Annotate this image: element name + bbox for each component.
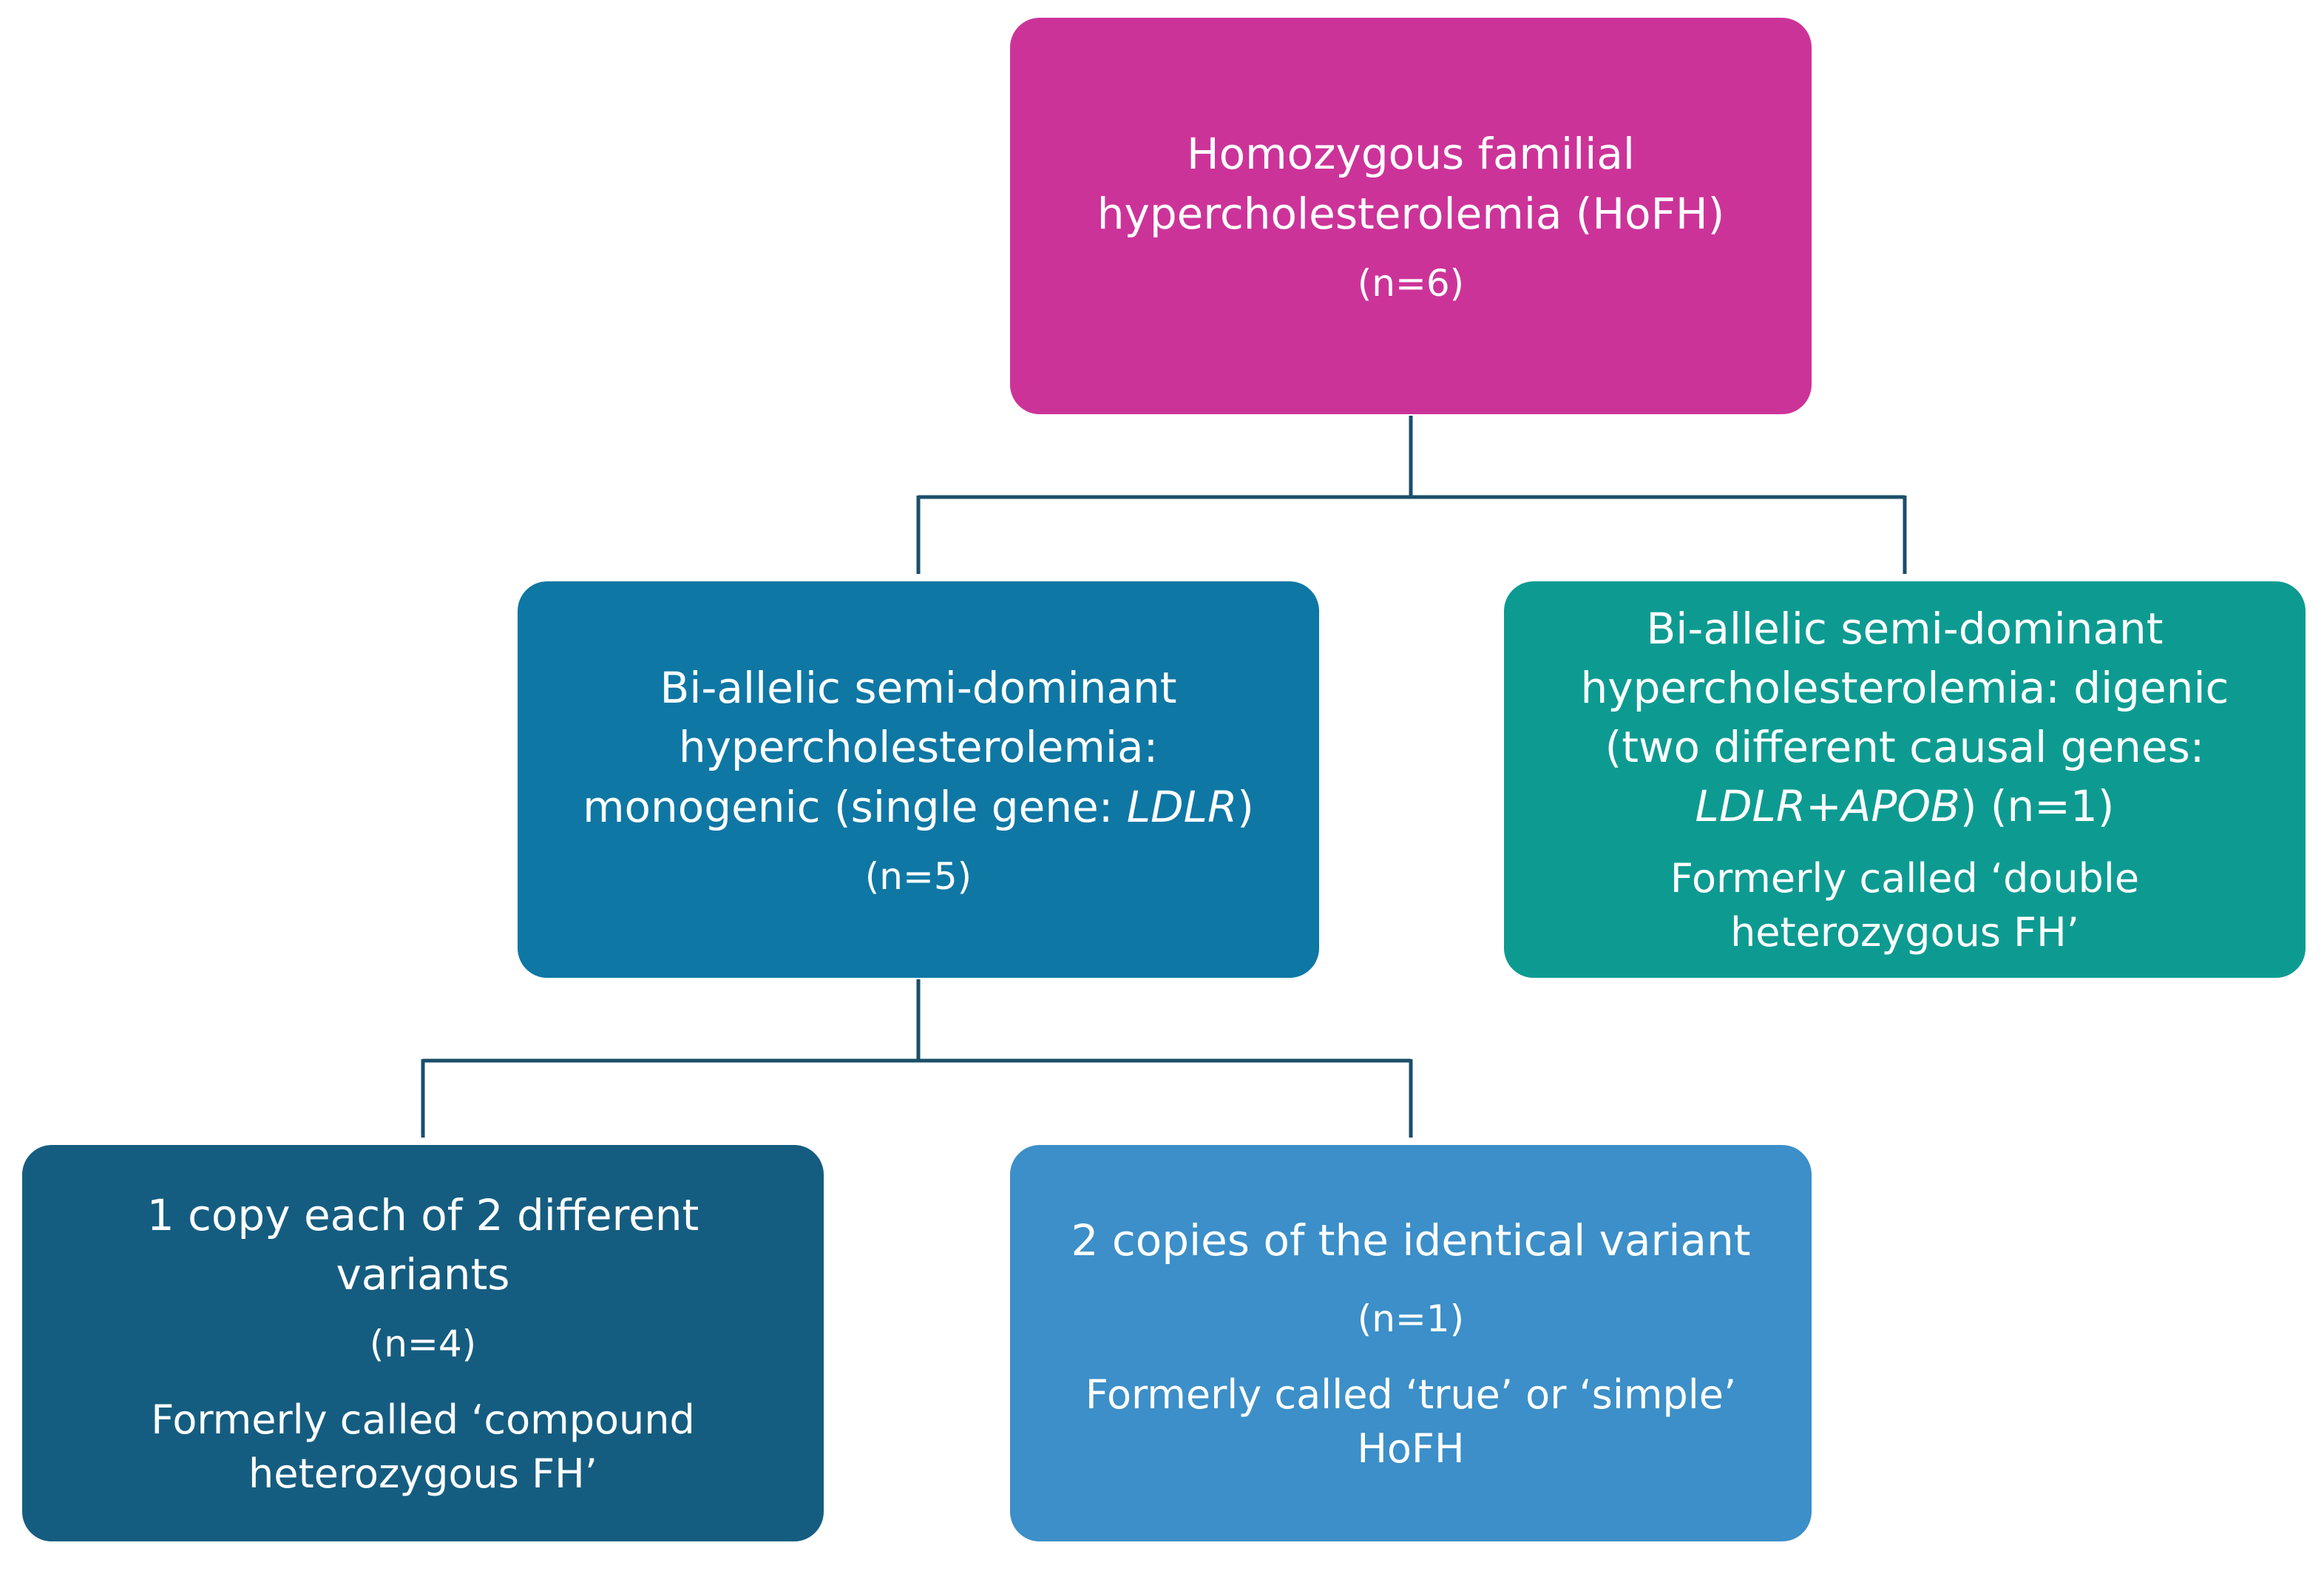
identical-note-line1: Formerly called ‘true’ or ‘simple’ xyxy=(1085,1371,1737,1418)
compound-title-line2: variants xyxy=(336,1249,510,1300)
hofh-title-line1: Homozygous familial xyxy=(1186,129,1635,180)
digenic-plus: + xyxy=(1806,781,1842,832)
monogenic-title-line2: hypercholesterolemia: xyxy=(678,722,1159,773)
box-compound: 1 copy each of 2 different variants (n=4… xyxy=(22,1145,824,1541)
monogenic-title-line3-suffix: ) xyxy=(1237,781,1254,832)
compound-title-line1: 1 copy each of 2 different xyxy=(146,1189,699,1240)
digenic-title: Bi-allelic semi-dominant hypercholestero… xyxy=(1581,599,2229,836)
monogenic-gene-ldlr: LDLR xyxy=(1126,781,1238,832)
hofh-title: Homozygous familial hypercholesterolemia… xyxy=(1097,124,1725,243)
digenic-gene-ldlr: LDLR xyxy=(1695,781,1806,832)
hofh-count: (n=6) xyxy=(1357,261,1465,305)
connector-monogenic-to-level3 xyxy=(421,979,1413,1138)
box-hofh: Homozygous familial hypercholesterolemia… xyxy=(1010,18,1812,414)
identical-note-line2: HoFH xyxy=(1357,1425,1465,1472)
box-monogenic: Bi-allelic semi-dominant hypercholestero… xyxy=(518,581,1319,978)
monogenic-count: (n=5) xyxy=(864,854,972,898)
digenic-gene-apob: APOB xyxy=(1841,781,1960,832)
monogenic-title-line1: Bi-allelic semi-dominant xyxy=(660,663,1177,714)
identical-title: 2 copies of the identical variant xyxy=(1071,1214,1751,1266)
compound-count: (n=4) xyxy=(369,1322,477,1365)
digenic-note: Formerly called ‘double heterozygous FH’ xyxy=(1670,852,2139,960)
compound-note: Formerly called ‘compound heterozygous F… xyxy=(151,1393,695,1501)
connector-root-to-level2 xyxy=(916,416,1907,574)
digenic-note-line1: Formerly called ‘double xyxy=(1670,855,2140,902)
hofh-title-line2: hypercholesterolemia (HoFH) xyxy=(1097,188,1725,239)
digenic-title-line1: Bi-allelic semi-dominant xyxy=(1646,604,2164,655)
digenic-title-line3: (two different causal genes: xyxy=(1605,722,2205,773)
identical-note: Formerly called ‘true’ or ‘simple’ HoFH xyxy=(1085,1368,1736,1476)
digenic-title-line4-suffix: ) (n=1) xyxy=(1959,781,2115,832)
monogenic-title: Bi-allelic semi-dominant hypercholestero… xyxy=(583,658,1254,836)
box-identical: 2 copies of the identical variant (n=1) … xyxy=(1010,1145,1812,1541)
compound-note-line2: heterozygous FH’ xyxy=(248,1450,597,1497)
identical-count: (n=1) xyxy=(1357,1297,1465,1340)
box-digenic: Bi-allelic semi-dominant hypercholestero… xyxy=(1504,581,2306,978)
digenic-note-line2: heterozygous FH’ xyxy=(1730,909,2079,956)
compound-title: 1 copy each of 2 different variants xyxy=(147,1186,699,1304)
monogenic-title-line3-prefix: monogenic (single gene: xyxy=(583,781,1127,832)
digenic-title-line2: hypercholesterolemia: digenic xyxy=(1580,663,2229,714)
compound-note-line1: Formerly called ‘compound xyxy=(151,1396,695,1443)
